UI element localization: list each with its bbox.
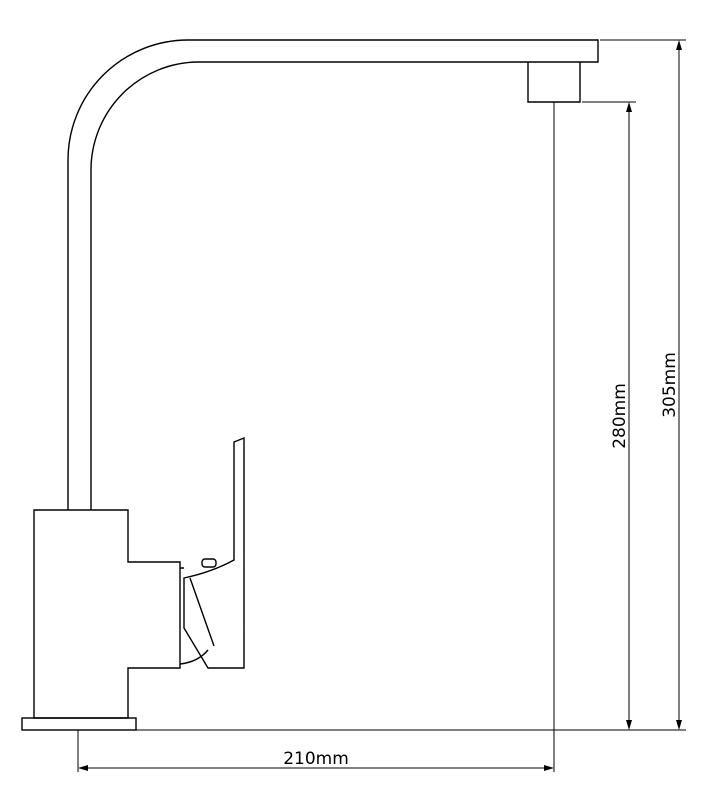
arrowhead-width-left bbox=[78, 765, 88, 771]
width-dimension-label: 210mm bbox=[283, 749, 349, 769]
arrowhead-total-top bbox=[676, 40, 682, 50]
aerator bbox=[527, 62, 581, 103]
arrowhead-total-bottom bbox=[676, 720, 682, 730]
arrowhead-spout-bottom bbox=[626, 720, 632, 730]
handle-lever bbox=[183, 436, 245, 669]
handle-inner-line bbox=[189, 577, 215, 647]
handle-screw bbox=[201, 558, 217, 568]
base-flange bbox=[21, 717, 137, 731]
faucet-body bbox=[33, 509, 181, 719]
total-height-dimension-label: 305mm bbox=[660, 352, 680, 418]
arrowhead-width-right bbox=[544, 765, 554, 771]
spout-height-dimension-label: 280mm bbox=[610, 383, 630, 449]
handle-stem bbox=[179, 567, 209, 665]
spout-outline bbox=[67, 39, 599, 510]
arrowhead-spout-top bbox=[626, 102, 632, 112]
